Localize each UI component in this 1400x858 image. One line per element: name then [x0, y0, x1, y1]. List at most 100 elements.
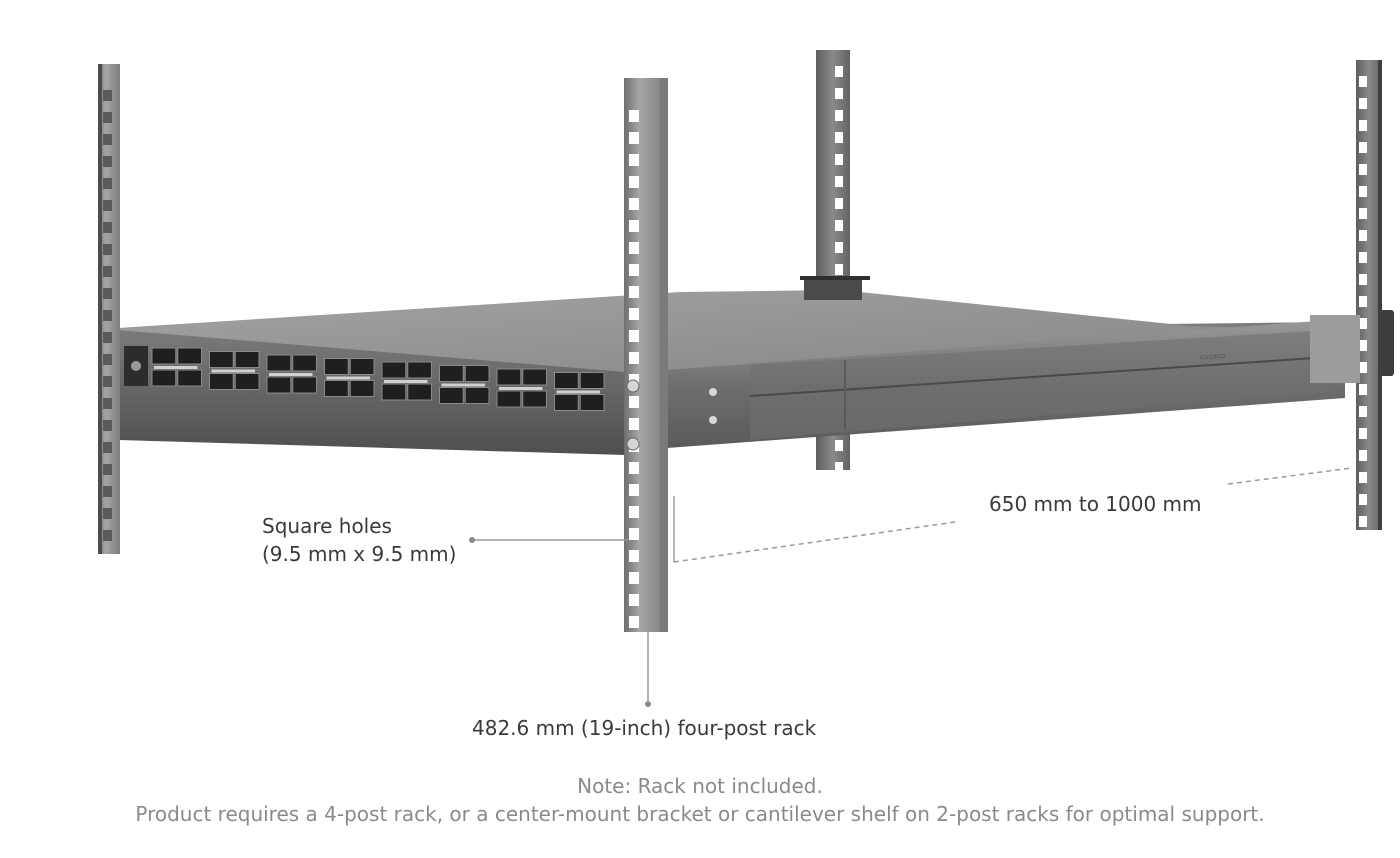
square-hole — [835, 88, 843, 99]
rail-marking: ▭▭▭ — [1200, 351, 1226, 363]
square-hole — [1359, 164, 1367, 175]
square-hole — [103, 464, 112, 475]
qsfp-port — [407, 361, 432, 379]
square-hole — [835, 220, 843, 231]
square-hole — [629, 308, 639, 320]
port-block — [496, 368, 547, 408]
square-hole — [629, 594, 639, 606]
square-hole — [1359, 76, 1367, 87]
port-block — [266, 354, 317, 394]
qsfp-port — [234, 373, 260, 390]
port-block — [151, 347, 202, 387]
square-hole — [103, 398, 112, 409]
square-hole — [835, 176, 843, 187]
rack-not-included-note: Note: Rack not included. — [577, 774, 823, 798]
square-hole — [629, 264, 639, 276]
square-hole — [1359, 450, 1367, 461]
port-block — [209, 351, 260, 390]
square-hole — [1359, 362, 1367, 373]
qsfp-port — [292, 354, 317, 372]
port-label-strip — [384, 380, 428, 383]
square-hole — [103, 200, 112, 211]
qsfp-port — [177, 369, 202, 387]
square-hole — [1359, 98, 1367, 109]
square-hole — [1359, 120, 1367, 131]
square-hole — [835, 110, 843, 121]
square-holes-label: Square holes (9.5 mm x 9.5 mm) — [262, 512, 456, 568]
square-hole — [835, 132, 843, 143]
square-hole — [1359, 230, 1367, 241]
square-hole — [629, 550, 639, 562]
rear-right-post — [1356, 60, 1382, 530]
port-label-strip — [154, 366, 198, 369]
qsfp-port — [209, 373, 234, 390]
qsfp-port — [496, 368, 522, 386]
port-block — [554, 372, 605, 411]
square-hole — [835, 462, 843, 473]
port-label-strip — [211, 369, 255, 373]
square-hole — [629, 352, 639, 364]
qsfp-port — [554, 372, 579, 389]
qsfp-port — [324, 358, 349, 375]
square-hole — [103, 310, 112, 321]
qsfp-port — [579, 394, 605, 411]
square-hole — [629, 198, 639, 210]
qsfp-port-array — [151, 347, 605, 411]
square-hole — [629, 110, 639, 122]
port-block — [381, 361, 432, 401]
qsfp-port — [439, 365, 464, 382]
qsfp-port — [349, 358, 375, 375]
square-hole — [629, 154, 639, 166]
depth-dimension — [673, 467, 1353, 563]
qsfp-port — [554, 394, 579, 411]
switch-chassis: ▭▭▭ — [106, 276, 1394, 456]
square-hole — [103, 442, 112, 453]
square-hole — [1359, 472, 1367, 483]
square-hole — [103, 288, 112, 299]
square-hole — [629, 396, 639, 408]
qsfp-port — [496, 390, 522, 408]
square-hole — [103, 486, 112, 497]
square-hole — [835, 66, 843, 77]
square-hole — [103, 112, 112, 123]
port-label-strip — [326, 376, 370, 380]
rack-requirement-note: Product requires a 4-post rack, or a cen… — [135, 802, 1265, 826]
square-hole — [629, 220, 639, 232]
port-label-strip — [499, 387, 543, 390]
qsfp-port — [464, 365, 490, 382]
qsfp-port — [381, 383, 407, 401]
qsfp-port — [349, 380, 375, 397]
square-hole — [103, 508, 112, 519]
qsfp-port — [209, 351, 234, 368]
depth-range-label: 650 mm to 1000 mm — [989, 492, 1202, 516]
square-holes-label-line1: Square holes — [262, 514, 392, 538]
port-label-strip — [269, 373, 313, 376]
square-hole — [629, 242, 639, 254]
port-block — [324, 358, 375, 397]
square-hole — [1359, 142, 1367, 153]
square-hole — [1359, 208, 1367, 219]
square-hole — [1359, 516, 1367, 527]
qsfp-port — [579, 372, 605, 389]
square-hole — [835, 264, 843, 275]
square-hole — [1359, 296, 1367, 307]
square-hole — [629, 330, 639, 342]
square-hole — [1359, 252, 1367, 263]
port-block — [439, 365, 490, 404]
square-hole — [1359, 494, 1367, 505]
port-label-strip — [441, 383, 485, 387]
square-hole — [103, 354, 112, 365]
square-hole — [103, 332, 112, 343]
square-hole — [629, 132, 639, 144]
qsfp-port — [292, 376, 317, 394]
qsfp-port — [439, 387, 464, 404]
qsfp-port — [464, 387, 490, 404]
square-hole — [629, 418, 639, 430]
square-hole — [103, 420, 112, 431]
square-hole — [1359, 274, 1367, 285]
rack-type-callout — [645, 632, 651, 707]
port-label-strip — [556, 390, 600, 394]
square-hole — [629, 176, 639, 188]
square-hole — [1359, 340, 1367, 351]
